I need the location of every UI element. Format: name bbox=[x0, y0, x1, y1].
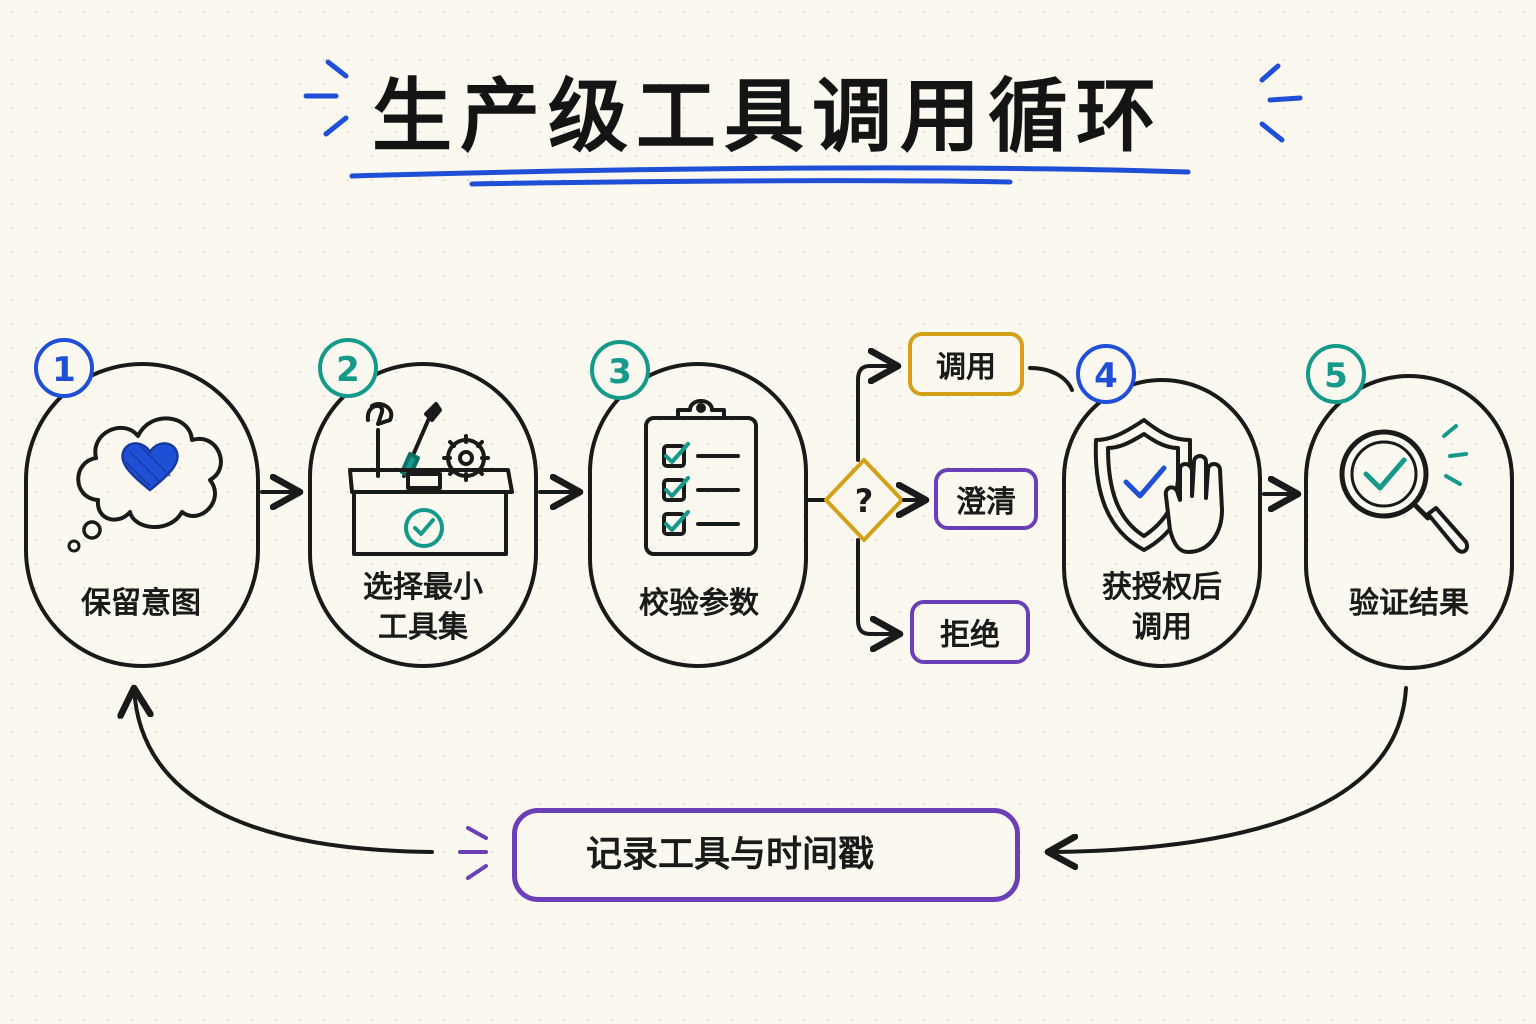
page-title: 生产级工具调用循环 bbox=[372, 70, 1164, 163]
branch-to-reject bbox=[856, 538, 900, 634]
step-2-badge: 2 bbox=[318, 338, 378, 398]
branch-to-call bbox=[856, 366, 898, 462]
log-sparkles bbox=[458, 826, 488, 880]
step-4-label-line2: 调用 bbox=[1132, 610, 1192, 645]
step-2-number: 2 bbox=[336, 350, 360, 390]
option-reject: 拒绝 bbox=[910, 600, 1030, 664]
log-label: 记录工具与时间戳 bbox=[585, 834, 874, 875]
step-1-label: 保留意图 bbox=[81, 586, 201, 621]
step-4-label: 获授权后 调用 bbox=[1072, 568, 1252, 648]
step-4-badge: 4 bbox=[1076, 344, 1136, 404]
option-call: 调用 bbox=[908, 332, 1024, 396]
clipboard-checklist-icon bbox=[644, 399, 758, 556]
step-5-badge: 5 bbox=[1306, 344, 1366, 404]
decision-symbol: ? bbox=[855, 482, 874, 520]
loop-arrow-5-to-log bbox=[1048, 686, 1408, 852]
step-2-pill bbox=[308, 362, 538, 668]
step-2-label-line2: 工具集 bbox=[378, 610, 468, 645]
magnifier-check-icon bbox=[1339, 424, 1469, 554]
step-3-pill bbox=[588, 362, 808, 668]
thought-heart-icon bbox=[67, 416, 223, 553]
step-5-pill bbox=[1304, 374, 1514, 670]
option-clarify: 澄清 bbox=[934, 468, 1038, 530]
step-3-number: 3 bbox=[608, 352, 632, 392]
step-1-badge: 1 bbox=[34, 338, 94, 398]
step-4-number: 4 bbox=[1094, 356, 1118, 396]
log-box bbox=[512, 808, 1020, 902]
loop-arrow-log-to-1 bbox=[134, 688, 434, 854]
step-2-label: 选择最小 工具集 bbox=[330, 568, 516, 648]
decision-diamond: ? bbox=[824, 458, 904, 542]
step-2-label-line1: 选择最小 bbox=[363, 570, 483, 605]
step-4-label-line1: 获授权后 bbox=[1102, 570, 1222, 605]
title-underline bbox=[349, 165, 1191, 187]
shield-hand-icon bbox=[1093, 418, 1224, 554]
step-4-pill bbox=[1062, 378, 1262, 668]
toolbox-icon bbox=[348, 401, 514, 556]
step-5-number: 5 bbox=[1324, 356, 1348, 396]
step-1-number: 1 bbox=[52, 350, 76, 390]
step-3-label: 校验参数 bbox=[639, 586, 759, 621]
title-sparkles-left bbox=[303, 59, 349, 137]
step-5-label: 验证结果 bbox=[1349, 586, 1469, 621]
call-to-step-4 bbox=[1028, 366, 1074, 392]
step-3-badge: 3 bbox=[590, 340, 650, 400]
title-sparkles-right bbox=[1259, 63, 1303, 143]
step-1-pill bbox=[24, 362, 260, 668]
